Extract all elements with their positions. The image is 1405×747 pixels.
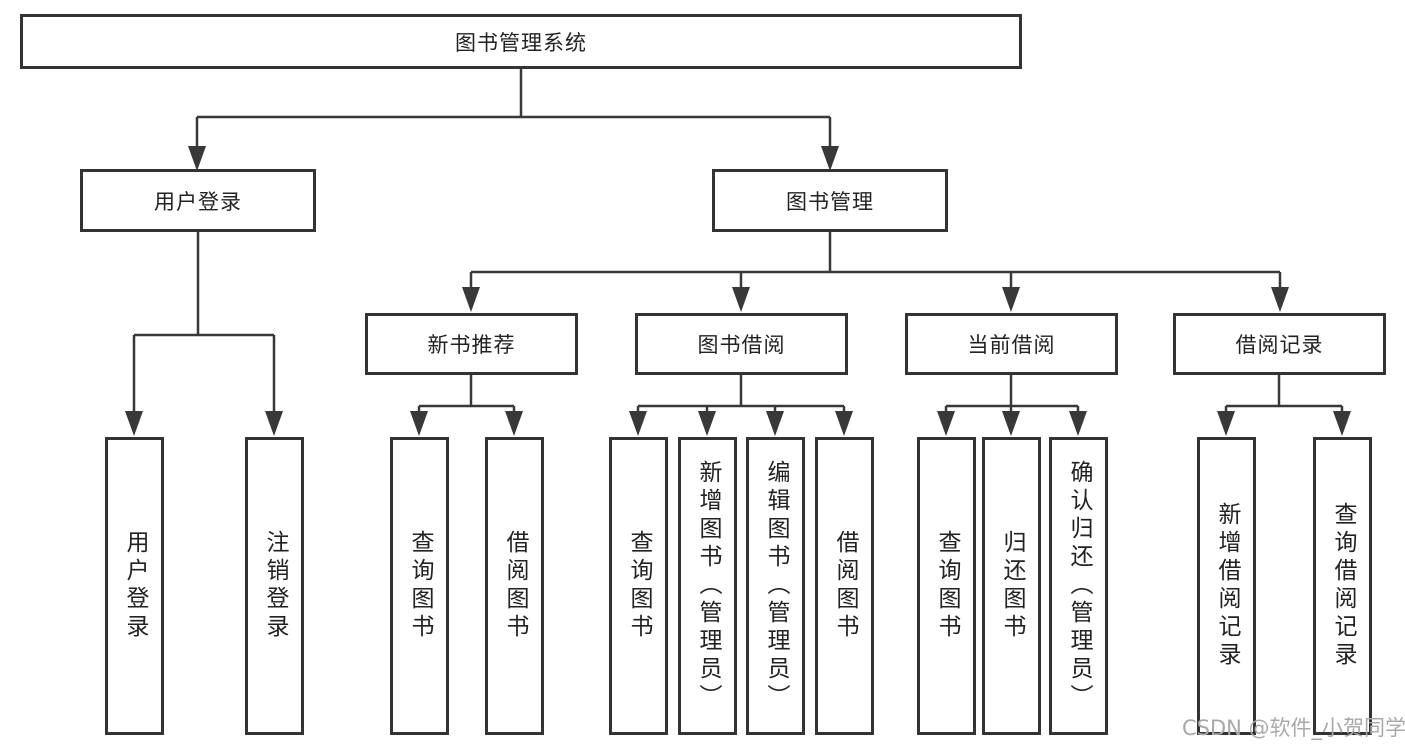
leaf-label-query-books-current: 查询图书	[934, 530, 960, 642]
node-label-user-login: 用户登录	[154, 189, 242, 214]
node-label-new-book-recommendation: 新书推荐	[427, 333, 516, 357]
leaf-query-books-borrow: 查询图书	[609, 437, 668, 735]
node-label-book-borrowing: 图书借阅	[697, 333, 786, 357]
leaf-user-login: 用户登录	[105, 437, 164, 735]
leaf-return-books: 归还图书	[982, 437, 1041, 735]
node-library-management-system: 图书管理系统	[20, 14, 1022, 69]
node-new-book-recommendation: 新书推荐	[365, 313, 578, 375]
leaf-logout: 注销登录	[245, 437, 304, 735]
connector-book-borrow-to-leaves	[629, 374, 853, 436]
leaf-label-borrow-books: 借阅图书	[832, 530, 858, 642]
node-current-borrowing: 当前借阅	[905, 313, 1118, 375]
connector-borrow-records-to-leaves	[1217, 374, 1351, 436]
leaf-label-query-books-borrow: 查询图书	[626, 530, 652, 642]
connector-root-to-level2	[188, 68, 839, 171]
leaf-label-borrow-books-rec: 借阅图书	[502, 530, 528, 642]
connector-user-login-to-leaves	[125, 231, 283, 436]
leaf-query-books-current: 查询图书	[917, 437, 976, 735]
node-label-borrowing-records: 借阅记录	[1235, 333, 1324, 357]
node-label-current-borrowing: 当前借阅	[967, 333, 1056, 357]
leaf-query-borrow-record: 查询借阅记录	[1313, 437, 1372, 735]
leaf-label-edit-books-admin: 编辑图书（管理员）	[763, 460, 789, 712]
leaf-label-query-borrow-record: 查询借阅记录	[1330, 502, 1356, 670]
node-book-management: 图书管理	[712, 169, 948, 232]
leaf-borrow-books-rec: 借阅图书	[485, 437, 544, 735]
leaf-add-books-admin: 新增图书（管理员）	[678, 437, 737, 735]
leaf-borrow-books: 借阅图书	[815, 437, 874, 735]
csdn-watermark: CSDN @软件_小贺同学	[1182, 716, 1405, 740]
leaf-label-add-books-admin: 新增图书（管理员）	[695, 460, 721, 712]
node-borrowing-records: 借阅记录	[1173, 313, 1386, 375]
leaf-label-confirm-return-admin: 确认归还（管理员）	[1066, 460, 1092, 712]
leaf-label-query-books-rec: 查询图书	[407, 530, 433, 642]
connector-book-management-to-level3	[462, 231, 1289, 312]
leaf-confirm-return-admin: 确认归还（管理员）	[1049, 437, 1108, 735]
node-label-book-management: 图书管理	[786, 189, 874, 214]
leaf-label-user-login: 用户登录	[122, 530, 148, 642]
node-user-login: 用户登录	[80, 169, 316, 232]
leaf-edit-books-admin: 编辑图书（管理员）	[746, 437, 805, 735]
connector-new-book-rec-to-leaves	[410, 374, 523, 436]
node-book-borrowing: 图书借阅	[635, 313, 848, 375]
node-label-library-management-system: 图书管理系统	[455, 30, 587, 55]
leaf-add-borrow-record: 新增借阅记录	[1197, 437, 1256, 735]
leaf-label-return-books: 归还图书	[999, 530, 1025, 642]
leaf-label-add-borrow-record: 新增借阅记录	[1214, 502, 1240, 670]
connector-current-borrow-to-leaves	[937, 374, 1087, 436]
leaf-label-logout: 注销登录	[262, 530, 288, 642]
leaf-query-books-rec: 查询图书	[390, 437, 449, 735]
